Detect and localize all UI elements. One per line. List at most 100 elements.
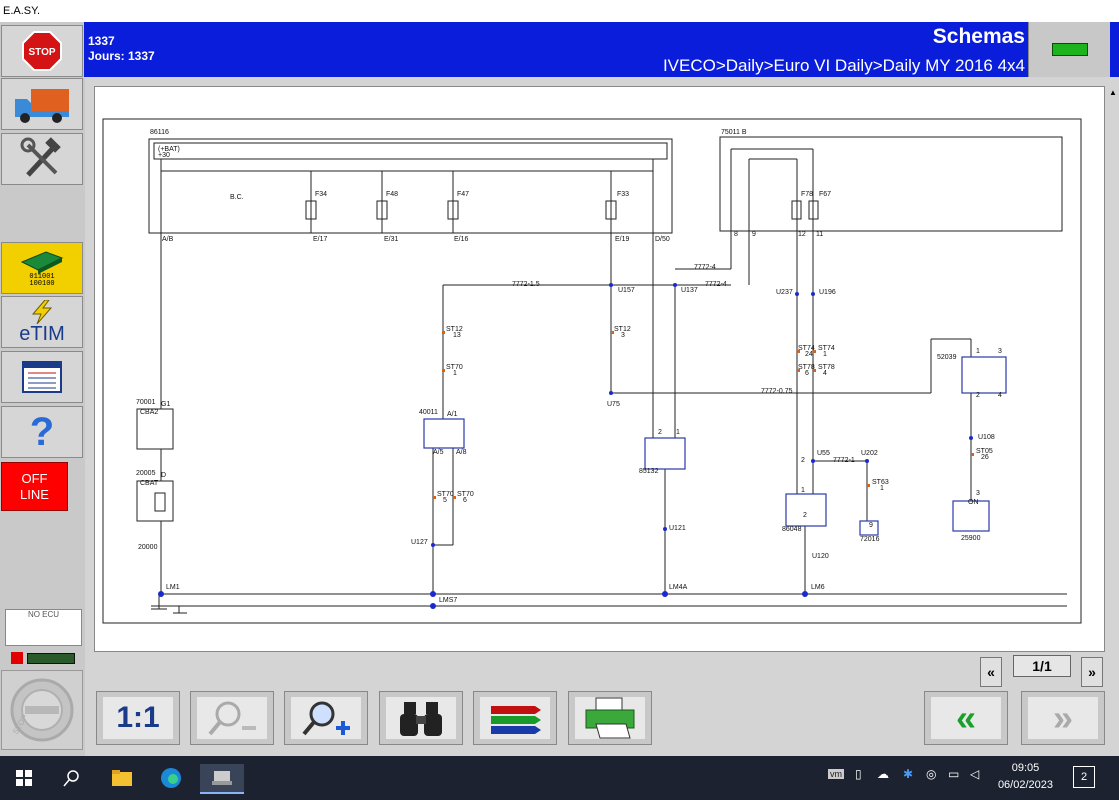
zoom-in-icon — [291, 697, 361, 739]
schematic-label: 7772-1 — [833, 457, 855, 464]
days-count: Jours: 1337 — [88, 49, 155, 63]
schematic-label: 20005 — [136, 470, 156, 477]
schematic-label: F48 — [386, 191, 398, 198]
double-chevron-right-icon: » — [1028, 697, 1098, 739]
breadcrumb: IVECO>Daily>Euro VI Daily>Daily MY 2016 … — [662, 56, 1025, 75]
zoom-reset-label: 1:1 — [103, 697, 173, 739]
schematic-label: ST70 — [446, 364, 463, 371]
schematic-label: B.C. — [230, 194, 244, 201]
printer-icon — [575, 697, 645, 739]
schematic-label: 11 — [816, 231, 823, 238]
schematic-label: U202 — [861, 450, 878, 457]
zoom-out-icon — [197, 697, 267, 739]
ecu-binary-2: 100100 — [29, 280, 55, 288]
offline-indicator: OFF LINE — [1, 462, 68, 511]
schematic-label: 72016 — [860, 536, 880, 543]
schematic-label: F67 — [819, 191, 831, 198]
report-button[interactable] — [1, 351, 83, 403]
schematic-label: U157 — [618, 287, 635, 294]
schematic-label: LM6 — [811, 584, 825, 591]
schematic-label: 7772-1.5 — [512, 281, 540, 288]
schematic-label: U196 — [819, 289, 836, 296]
schematic-label: 25900 — [961, 535, 981, 542]
schematic-label: 1 — [676, 429, 680, 436]
next-page-button[interactable]: » — [1081, 657, 1103, 687]
cloud-offline-icon[interactable]: ☁ — [877, 767, 889, 781]
schematic-label: A/1 — [447, 411, 458, 418]
schematic-label: F33 — [617, 191, 629, 198]
schematic-label: LM4A — [669, 584, 688, 591]
schematic-label: U121 — [669, 525, 686, 532]
schematic-label: ST70 — [457, 491, 474, 498]
scroll-up-icon[interactable]: ▲ — [1109, 88, 1117, 97]
status-led-red — [11, 652, 23, 664]
schematic-label: ST78 — [818, 364, 835, 371]
page-title: Schemas — [932, 25, 1025, 48]
schematic-label: U127 — [411, 539, 428, 546]
colors-button[interactable] — [473, 691, 557, 745]
zoom-in-button[interactable] — [284, 691, 368, 745]
schematic-label: CBAT — [140, 480, 159, 487]
wiring-diagram[interactable]: 86116(+BAT)+30B.C.F34F48F47F33A/BE/17E/3… — [95, 87, 1106, 653]
taskbar: vm ▯ ☁ ✱ ◎ ▭ ◁ 09:05 06/02/2023 2 — [0, 756, 1119, 800]
offline-label-1: OFF — [21, 471, 48, 486]
clock[interactable]: 09:05 06/02/2023 — [998, 760, 1053, 794]
network-icon[interactable]: ▭ — [948, 767, 960, 781]
vertical-scrollbar[interactable]: ▲ — [1106, 86, 1119, 652]
search-icon[interactable] — [58, 764, 86, 792]
edge-browser-icon[interactable] — [157, 764, 185, 792]
question-mark-icon: ? — [29, 409, 55, 454]
schematic-label: U237 — [776, 289, 793, 296]
windows-start-icon[interactable] — [10, 764, 38, 792]
schematic-label: F34 — [315, 191, 327, 198]
pagination: « 1/1 » — [980, 655, 1105, 687]
schematic-label: E/31 — [384, 236, 399, 243]
zoom-reset-button[interactable]: 1:1 — [96, 691, 180, 745]
schematic-label: 70001 — [136, 399, 156, 406]
forward-button[interactable]: » — [1021, 691, 1105, 745]
status-bar — [27, 653, 75, 664]
usb-icon[interactable]: ▯ — [855, 767, 862, 781]
stop-dial: STOP — [1, 670, 83, 750]
schematic-label: U137 — [681, 287, 698, 294]
schematic-label: 3 — [998, 348, 1002, 355]
back-button[interactable]: « — [924, 691, 1008, 745]
vehicle-button[interactable] — [1, 78, 83, 130]
etim-label: eTIM — [19, 323, 65, 345]
tools-button[interactable] — [1, 133, 83, 185]
schematic-label: LMS7 — [439, 597, 457, 604]
schematic-label: E/19 — [615, 236, 630, 243]
schematic-label: 86116 — [150, 129, 169, 136]
no-ecu-label: NO ECU — [27, 610, 60, 619]
schematic-label: 4 — [998, 392, 1002, 399]
schematic-label: F47 — [457, 191, 469, 198]
schematic-label: 2 — [658, 429, 662, 436]
schematic-label: ST05 — [976, 448, 993, 455]
previous-page-button[interactable]: « — [980, 657, 1002, 687]
stop-button[interactable]: STOP — [1, 25, 83, 77]
schematic-label: +30 — [158, 152, 170, 159]
camera-icon[interactable]: ◎ — [926, 767, 937, 781]
print-button[interactable] — [568, 691, 652, 745]
schematic-label: A/B — [162, 236, 174, 243]
schematic-label: 1 — [976, 348, 980, 355]
schematic-label: 6 — [463, 497, 467, 504]
help-button[interactable]: ? — [1, 406, 83, 458]
vm-icon[interactable]: vm — [828, 769, 844, 779]
easy-app-taskbar-icon[interactable] — [200, 764, 244, 794]
zoom-out-button[interactable] — [190, 691, 274, 745]
schematic-label: 4 — [823, 370, 827, 377]
bluetooth-icon[interactable]: ✱ — [903, 767, 914, 781]
schematic-label: E/17 — [313, 236, 328, 243]
ecu-button[interactable]: 011001 100100 — [1, 242, 83, 294]
schematic-label: 85132 — [639, 468, 659, 475]
volume-icon[interactable]: ◁ — [970, 767, 980, 781]
etim-button[interactable]: eTIM — [1, 296, 83, 348]
search-button[interactable] — [379, 691, 463, 745]
schematic-label: 24 — [805, 351, 813, 358]
schematic-label: 5 — [443, 497, 447, 504]
schematic-label: U108 — [978, 434, 995, 441]
notifications-icon[interactable]: 2 — [1073, 766, 1095, 788]
file-explorer-icon[interactable] — [108, 764, 136, 792]
